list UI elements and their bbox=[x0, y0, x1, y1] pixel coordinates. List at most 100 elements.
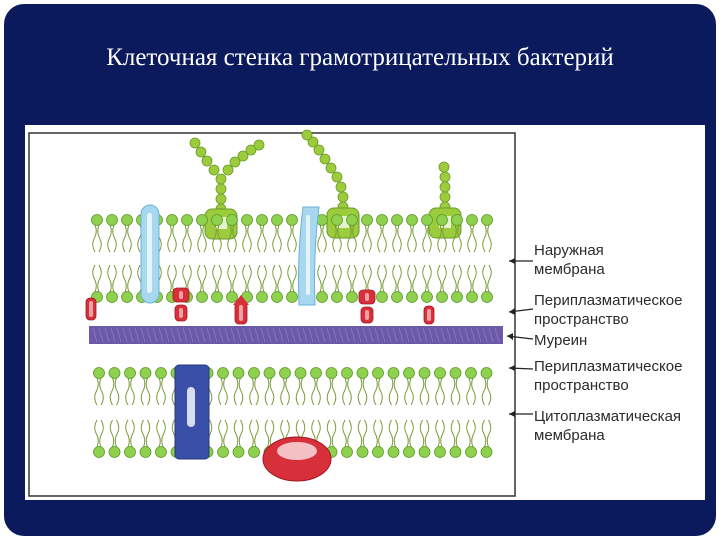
lipid-tail bbox=[377, 264, 382, 293]
lipid-head bbox=[232, 446, 245, 458]
lipid-head bbox=[271, 291, 283, 303]
lipid-tail bbox=[172, 264, 177, 293]
lipid-tail bbox=[393, 419, 399, 448]
murein-hatch bbox=[470, 327, 476, 343]
periplasmic-proteins bbox=[85, 287, 435, 325]
lipid-head bbox=[93, 367, 105, 379]
label-arrows bbox=[506, 258, 534, 417]
lipid-tail bbox=[332, 264, 337, 293]
lipid-tail bbox=[392, 224, 397, 253]
lipid-tail bbox=[257, 264, 262, 293]
label-line: Периплазматическое bbox=[534, 358, 683, 375]
lipid-head bbox=[241, 214, 253, 226]
murein-hatch bbox=[194, 327, 200, 343]
cell-wall-diagram bbox=[28, 129, 534, 497]
lipid-tail bbox=[161, 377, 166, 406]
lipid-tail bbox=[362, 264, 367, 293]
lipid-tail bbox=[272, 264, 277, 293]
lipid-tail bbox=[377, 224, 382, 253]
lps-chain-bead bbox=[189, 137, 201, 149]
protein-highlight bbox=[365, 293, 369, 301]
lipid-tail bbox=[471, 377, 476, 406]
lipid-tail bbox=[125, 377, 130, 406]
lipid-tail bbox=[427, 224, 432, 253]
lipid-tail bbox=[440, 419, 445, 448]
murein-hatch bbox=[458, 327, 464, 343]
lps-chain-bead bbox=[208, 164, 220, 176]
lipid-head bbox=[391, 214, 403, 226]
lps-chain-bead bbox=[301, 129, 313, 141]
lipid-tail bbox=[357, 377, 363, 406]
lipid-tail bbox=[127, 264, 132, 293]
lipid-tail bbox=[247, 224, 252, 253]
label-line: мембрана bbox=[534, 427, 605, 444]
lipid-tail bbox=[466, 377, 471, 406]
arrowhead-outer-membrane bbox=[509, 258, 515, 264]
lipid-head bbox=[421, 214, 433, 226]
lipid-tail bbox=[442, 264, 447, 293]
lipid-head bbox=[346, 291, 358, 303]
lipid-head bbox=[341, 367, 353, 379]
lipid-tail bbox=[285, 377, 290, 406]
lps-chain-bead bbox=[319, 153, 331, 165]
lipid-tail bbox=[457, 264, 462, 293]
lipid-tail bbox=[94, 419, 99, 448]
lipid-tail bbox=[452, 224, 457, 253]
lipid-tail bbox=[486, 377, 492, 406]
lipid-head bbox=[406, 214, 418, 226]
murein-hatch bbox=[140, 327, 146, 343]
lipid-tail bbox=[466, 419, 471, 448]
lipid-tail bbox=[232, 224, 237, 253]
lipid-head bbox=[391, 291, 403, 303]
label-periplasm-bottom: Периплазматическое пространство bbox=[534, 357, 682, 395]
lipid-tail bbox=[249, 419, 254, 448]
lipid-tail bbox=[382, 224, 387, 253]
murein-hatch bbox=[374, 327, 380, 343]
lipid-tail bbox=[409, 419, 414, 448]
lipid-head bbox=[481, 214, 493, 226]
lipid-tail bbox=[227, 264, 232, 293]
lipid-tail bbox=[99, 377, 104, 406]
murein-hatch bbox=[356, 327, 362, 343]
murein-hatch bbox=[488, 327, 494, 343]
arrowhead-murein bbox=[507, 333, 513, 340]
lipid-head bbox=[256, 214, 268, 226]
lipid-tail bbox=[337, 224, 342, 253]
lipid-tail bbox=[422, 224, 427, 253]
lipid-head bbox=[294, 367, 307, 379]
lipid-head bbox=[217, 446, 229, 458]
slide-title: Клеточная стенка грамотрицательных бакте… bbox=[106, 44, 614, 71]
lipid-tail bbox=[487, 264, 492, 293]
lipid-tail bbox=[450, 377, 456, 406]
lipid-tail bbox=[427, 264, 432, 293]
lipid-head bbox=[121, 291, 133, 303]
lipid-tail bbox=[352, 224, 357, 253]
lipid-tail bbox=[238, 377, 244, 406]
lipid-tail bbox=[393, 377, 399, 406]
lps-chain-bead bbox=[438, 161, 450, 173]
lipid-tail bbox=[187, 264, 192, 293]
lipid-tail bbox=[347, 264, 352, 293]
lipid-head bbox=[449, 367, 462, 379]
label-line: пространство bbox=[534, 377, 629, 394]
lipid-tail bbox=[247, 264, 252, 293]
lipid-head bbox=[449, 446, 462, 458]
murein-hatch bbox=[404, 327, 410, 343]
lipid-tail bbox=[292, 264, 297, 293]
lipid-tail bbox=[197, 224, 202, 253]
lipid-tail bbox=[218, 419, 223, 448]
label-line: Периплазматическое bbox=[534, 292, 683, 309]
lipid-tail bbox=[109, 377, 115, 406]
lipid-head bbox=[217, 367, 229, 379]
lipid-tail bbox=[487, 224, 492, 253]
protein-highlight bbox=[89, 301, 93, 317]
lipid-head bbox=[403, 367, 415, 379]
arrowhead-periplasm-top bbox=[509, 308, 515, 315]
lipid-head bbox=[106, 291, 118, 303]
lipid-tail bbox=[107, 264, 112, 293]
lipid-tail bbox=[388, 419, 394, 448]
lipid-tail bbox=[262, 264, 267, 293]
lipid-head bbox=[124, 367, 136, 379]
lipid-head bbox=[372, 367, 384, 379]
lipid-tail bbox=[322, 224, 327, 253]
